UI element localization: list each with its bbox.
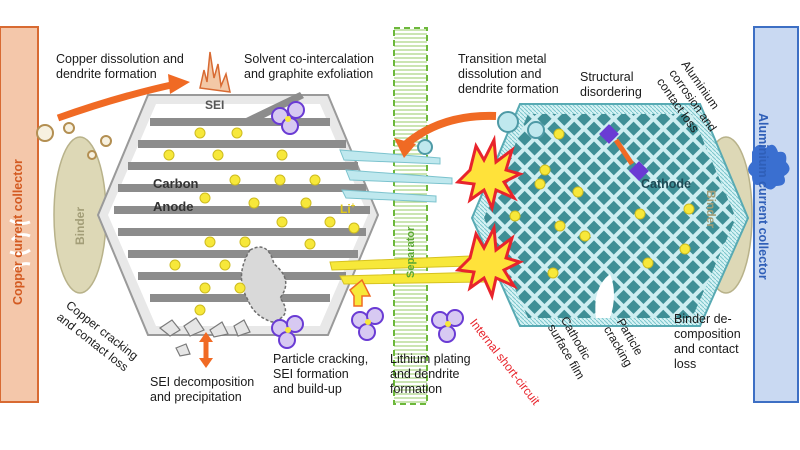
binder-decomposition-label: Binder de- composition and contact loss [674, 312, 741, 371]
separator-label: Separator [405, 226, 417, 278]
binder-right-label: Binder [704, 190, 718, 229]
short-circuit-burst-top [454, 134, 525, 213]
short-circuit-burst-bottom [454, 222, 525, 301]
disorder-arrow [613, 138, 635, 166]
sei-precipitate [158, 317, 251, 357]
separator [393, 27, 428, 405]
anode-lithium-particles [163, 127, 360, 316]
copper-dissolution-arrow [56, 80, 177, 122]
particle-cracking-sei-label: Particle cracking, SEI formation and bui… [273, 352, 369, 396]
copper-dissolution-label: Copper dissolution and dendrite formatio… [56, 52, 184, 81]
anode-particle-crack [240, 246, 287, 323]
copper-dendrite-left [9, 218, 31, 271]
lithium-plating-arrow [349, 278, 372, 307]
solvent-cointercalation-label: Solvent co-intercalation and graphite ex… [244, 52, 374, 81]
aluminium-collector-label: Aluminium current collector [756, 113, 770, 280]
sei-decomp-arrowhead-top [199, 332, 213, 342]
transition-metal-arrow [401, 111, 497, 150]
aluminium-current-collector [753, 26, 799, 403]
solvent-flakes [339, 149, 453, 203]
anode-label-carbon: Carbon [153, 176, 199, 191]
graphite-exfoliation-flake [246, 92, 304, 124]
cathode-crack [595, 274, 614, 318]
lithium-plating-label: Lithium plating and dendrite formation [390, 352, 471, 396]
copper-collector-label: Copper current collector [11, 159, 25, 305]
transition-metal-bubbles [417, 111, 545, 155]
transition-metal-arrowhead [394, 138, 416, 158]
copper-dissolution-arrowhead [168, 74, 190, 94]
copper-particles [36, 122, 112, 160]
copper-current-collector [0, 26, 39, 403]
anode-body [108, 104, 368, 326]
transition-metal-label: Transition metal dissolution and dendrit… [458, 52, 559, 96]
binder-left-label: Binder [73, 206, 87, 245]
cathode-lithium-particles [509, 128, 695, 279]
structural-disordering-label: Structural disordering [580, 70, 642, 99]
aluminium-corrosion-blob [748, 144, 790, 190]
anode-label-anode: Anode [153, 199, 194, 214]
cathode-label: Cathode [641, 177, 691, 191]
sei-decomp-arrowhead-bottom [199, 358, 213, 368]
sei-decomposition-label: SEI decomposition and precipitation [150, 375, 255, 404]
copper-dendrite-top [199, 51, 231, 93]
sei-label: SEI [205, 98, 225, 112]
li-ion-label: Li+ [340, 201, 356, 216]
solvent-molecules [271, 101, 464, 349]
